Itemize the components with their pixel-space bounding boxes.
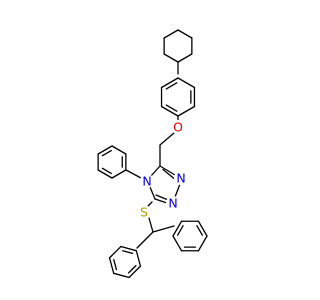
atom-oxygen-label: O: [173, 120, 183, 135]
cyclohexane-ring-bond: [177, 53, 193, 63]
triazole-bond: [149, 186, 156, 200]
cyclohexane-ring-bond: [177, 29, 193, 39]
atom-oxygen: O: [171, 120, 185, 135]
phenylene-ring-double-bond: [165, 104, 178, 112]
benzhydryl-phenyl-left-ring-bond: [128, 265, 142, 279]
sulfur-methine-bond: [148, 217, 154, 233]
n-phenyl-ring-bond: [97, 145, 113, 155]
cyclohexane-ring-bond: [163, 53, 179, 63]
triazole-bond: [159, 165, 176, 176]
benzhydryl-phenyl-right-ring-bond: [172, 235, 183, 252]
triazole-bond: [150, 165, 161, 177]
bond-layer: [97, 29, 208, 279]
n-phenyl-ring-bond: [111, 145, 127, 155]
molecule-structure: O N N N S: [97, 29, 208, 279]
benzhydryl-phenyl-right-ring-bond: [197, 235, 208, 252]
phenylene-ring-bond: [177, 77, 196, 89]
benzhydryl-phenyl-left-ring-double-bond: [113, 259, 118, 271]
triazole-double-bond: [155, 194, 168, 201]
atom-nitrogen-1-label: N: [176, 171, 185, 186]
benzhydryl-phenyl-right-ring-bond: [197, 220, 208, 237]
cyclohexane-ring-bond: [163, 29, 179, 39]
benzhydryl-phenyl-right-ring-double-bond: [176, 225, 184, 236]
triazole-sulfur-bond: [147, 201, 153, 207]
atom-nitrogen-4: N: [140, 174, 154, 189]
nitrogen-phenyl-bond: [125, 169, 142, 179]
benzhydryl-phenyl-left-ring-bond: [108, 245, 122, 259]
oxygen-methylene-bond: [159, 132, 175, 146]
benzhydryl-phenyl-left-ring-bond: [120, 245, 137, 252]
methine-phenyl-right-bond: [152, 225, 175, 233]
benzhydryl-phenyl-left-ring-bond: [135, 250, 142, 267]
atom-nitrogen-1: N: [174, 171, 188, 186]
benzhydryl-phenyl-left-ring-double-bond: [122, 250, 134, 255]
triazole-double-bond: [162, 168, 175, 180]
n-phenyl-ring-double-bond: [101, 149, 112, 157]
methine-phenyl-left-bond: [136, 231, 154, 249]
benzhydryl-phenyl-left-ring-double-bond: [127, 264, 137, 274]
phenylene-ring-bond: [160, 77, 179, 89]
benzhydryl-phenyl-left-ring-bond: [113, 272, 130, 279]
atom-nitrogen-2-label: N: [168, 196, 177, 211]
phenylene-ring-bond: [160, 105, 179, 117]
atom-sulfur: S: [137, 205, 151, 220]
benzhydryl-phenyl-right-ring-double-bond: [196, 225, 204, 236]
n-phenyl-ring-bond: [97, 169, 113, 179]
atom-nitrogen-2: N: [166, 196, 180, 211]
benzhydryl-phenyl-right-ring-bond: [172, 220, 183, 237]
atom-label-layer: O N N N S: [137, 120, 188, 220]
atom-nitrogen-4-label: N: [142, 174, 151, 189]
benzhydryl-phenyl-left-ring-bond: [108, 257, 115, 274]
phenylene-ring-bond: [177, 105, 196, 117]
atom-sulfur-label: S: [140, 205, 148, 220]
triazole-bond: [154, 198, 168, 204]
n-phenyl-ring-bond: [111, 169, 127, 179]
triazole-bond: [174, 183, 181, 198]
phenylene-ring-double-bond: [165, 82, 178, 90]
n-phenyl-ring-double-bond: [101, 167, 112, 175]
